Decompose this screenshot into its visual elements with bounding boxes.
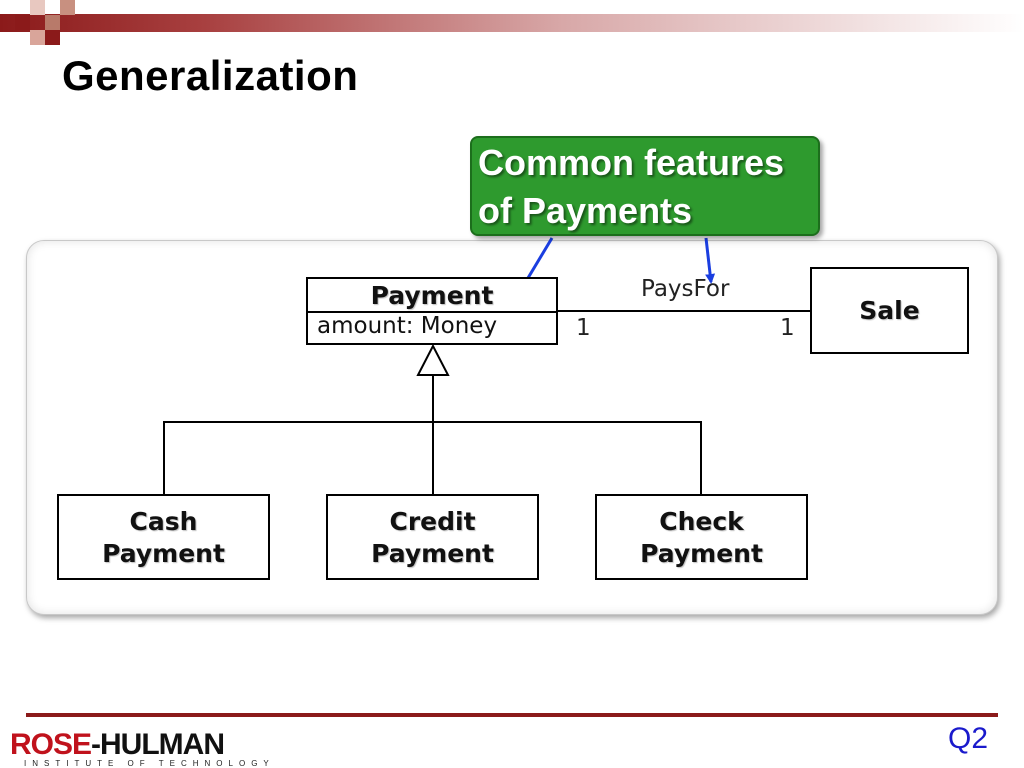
rose-hulman-logo: ROSE-HULMAN INSTITUTE OF TECHNOLOGY [10,728,269,768]
logo-part-rose: ROSE [10,728,92,761]
class-cash-payment-line1: Cash [129,507,198,536]
header-gradient-bar [0,14,1024,32]
slide-title: Generalization [62,52,359,99]
callout-common-features: Common features of Payments [470,136,820,236]
class-sale-name: Sale [859,296,920,325]
multiplicity-right: 1 [780,315,795,341]
logo-subtitle: INSTITUTE OF TECHNOLOGY [24,759,275,768]
class-check-payment: Check Payment [595,494,808,580]
logo-wordmark: ROSE-HULMAN [10,728,225,762]
class-cash-payment: Cash Payment [57,494,270,580]
callout-line-1: Common features [478,142,785,183]
multiplicity-left: 1 [576,315,591,341]
question-label: Q2 [948,722,989,755]
callout-arrow-association [704,237,716,284]
class-credit-payment: Credit Payment [326,494,539,580]
footer-rule [26,713,998,717]
association-name: PaysFor [641,276,730,302]
class-payment-name: Payment [370,281,494,310]
class-credit-payment-line2: Payment [371,539,494,568]
class-payment-attribute: amount: Money [317,313,498,339]
class-sale: Sale [810,267,969,354]
logo-part-hulman: -HULMAN [91,728,225,761]
callout-line-2: of Payments [478,190,693,231]
class-check-payment-line2: Payment [640,539,763,568]
class-check-payment-line1: Check [659,507,744,536]
class-credit-payment-line1: Credit [389,507,476,536]
class-payment: Payment amount: Money [306,277,558,345]
class-payment-divider [308,311,556,313]
class-cash-payment-line2: Payment [102,539,225,568]
generalization-triangle [416,343,450,376]
